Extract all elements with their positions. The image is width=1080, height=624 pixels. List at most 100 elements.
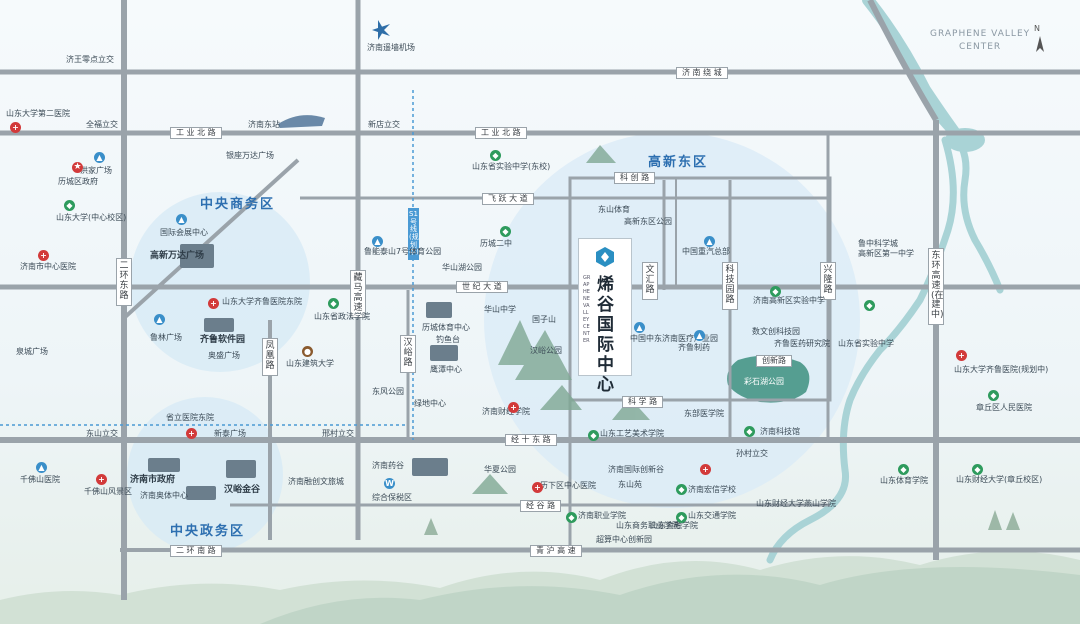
stadium-icon: ▲ <box>372 236 383 247</box>
place-jinan-juxian-hospital[interactable]: 齐鲁医药研究院 <box>774 339 830 348</box>
place-qilu-soft[interactable]: 齐鲁软件园 <box>200 335 246 345</box>
place-jinan-yi-xue[interactable]: 山东交通学院 <box>688 511 736 520</box>
place-shandong-zhixing[interactable]: 山东大学齐鲁医院(规划中) <box>954 365 1049 374</box>
place-jinan-yaogu[interactable]: 济南药谷 <box>372 461 404 470</box>
place-lvdi[interactable]: 绿地中心 <box>414 399 446 408</box>
place-lishan-zhongxin[interactable]: 历城体育中心 <box>422 323 470 332</box>
compass-arrow <box>1036 36 1044 52</box>
place-honghu-xuexiao[interactable]: 山东财经大学燕山学院 <box>756 499 836 508</box>
place-jinan-east-station[interactable]: 济南东站 <box>248 120 280 129</box>
place-jinan-caijing[interactable]: 济南财经学院 <box>482 407 530 416</box>
place-qiwang-lijiao: 济王零点立交 <box>66 55 114 64</box>
road-label-zangma: 藏马高速 <box>350 270 366 318</box>
place-shandong-gongyi[interactable]: 山东工艺美术学院 <box>600 429 664 438</box>
road-label-erhuan-south: 二 环 南 路 <box>170 545 222 557</box>
place-huashan-zhongxue[interactable]: 华山中学 <box>484 305 516 314</box>
place-quanfu-lijiao: 全福立交 <box>86 120 118 129</box>
place-licheng-gov[interactable]: 历城区政府 <box>58 177 98 186</box>
place-qianfo-plaza[interactable]: 千佛山风景区 <box>84 487 132 496</box>
place-shandong-arch[interactable]: 山东建筑大学 <box>286 359 334 368</box>
place-qilu-creative[interactable]: 济南融创文旅城 <box>288 477 344 486</box>
place-dongfeng-park[interactable]: 东风公园 <box>372 387 404 396</box>
place-dongbu-school[interactable]: 东部医学院 <box>684 409 724 418</box>
place-qianfoshan-hospital[interactable]: 千佛山医院 <box>20 475 60 484</box>
place-jinan-chuangxin-shequ[interactable]: 超算中心创新园 <box>596 535 652 544</box>
cbd-circle <box>130 192 310 372</box>
place-jinan-hongxin[interactable]: 济南宏信学校 <box>688 485 736 494</box>
school-icon: ◆ <box>500 226 511 237</box>
place-shanda-qilu-hospital[interactable]: 山东大学齐鲁医院东院 <box>222 297 302 306</box>
place-shandong-nongye[interactable]: 山东商务职业学院 <box>616 521 680 530</box>
place-hanyu-gong[interactable]: 汉峪公园 <box>530 346 562 355</box>
place-aosheng-plaza[interactable]: 奥盛广场 <box>208 351 240 360</box>
landmark-icon: ▲ <box>36 462 47 473</box>
place-shandong-shiyan-east[interactable]: 山东省实验中学(东校) <box>472 162 551 171</box>
place-jinan-central-hospital[interactable]: 济南市中心医院 <box>20 262 76 271</box>
place-xintai-plaza[interactable]: 新泰广场 <box>214 429 246 438</box>
place-jinan-gov-center[interactable]: 济南市政府 <box>130 475 176 485</box>
road-label-kejiyuan: 科技园路 <box>722 262 738 310</box>
place-jinan-airport[interactable]: 济南遥墙机场 <box>367 43 415 52</box>
center-title: 烯谷国际中心 <box>597 275 614 395</box>
place-shandong-univ-2[interactable]: 山东大学第二医院 <box>6 109 70 118</box>
place-shandong-jz-univ[interactable]: 山东财经大学(章丘校区) <box>956 475 1043 484</box>
place-hanyu-jingu[interactable]: 汉峪金谷 <box>224 485 261 495</box>
school-icon: ◆ <box>972 464 983 475</box>
place-jiaotong[interactable]: 中国重汽总部 <box>682 247 730 256</box>
place-gaoxin-wanda[interactable]: 高新万达广场 <box>150 251 205 261</box>
landmark-icon: ▲ <box>694 330 705 341</box>
place-diaoyutai[interactable]: 钓鱼台 <box>436 335 460 344</box>
place-jiuyuan-tech[interactable]: 数文创科技园 <box>752 327 800 336</box>
place-zhongke-yuan[interactable]: 鲁中科学城 <box>858 239 898 248</box>
place-zonghe-baoshui[interactable]: 综合保税区 <box>372 493 412 502</box>
place-jinan-kejiguan[interactable]: 济南科技馆 <box>760 427 800 436</box>
center-marker[interactable]: GRAPHENE VALLEY CENTER 烯谷国际中心 <box>578 238 632 395</box>
place-tianqiao[interactable]: 历下区中心医院 <box>540 481 596 490</box>
place-jinan-chuangxin-city[interactable]: 济南国际创新谷 <box>608 465 664 474</box>
place-jinan-sports[interactable]: 济南奥体中心 <box>140 491 188 500</box>
place-zhangqiu-hospital[interactable]: 章丘区人民医院 <box>976 403 1032 412</box>
place-zhonglian-plaza[interactable]: 银座万达广场 <box>226 151 274 160</box>
place-xindian-lijiao: 新店立交 <box>368 120 400 129</box>
school-icon: ◆ <box>676 484 687 495</box>
hospital-icon: + <box>532 482 543 493</box>
place-lulin-plaza[interactable]: 鲁林广场 <box>150 333 182 342</box>
zone-gov-label: 中央政务区 <box>170 524 246 539</box>
place-dongshan-tiyu[interactable]: 东山体育 <box>598 205 630 214</box>
road-line-east-ring-curve <box>867 0 939 122</box>
landmark-icon: ▲ <box>94 152 105 163</box>
place-qilu-pharm[interactable]: 齐鲁制药 <box>678 343 710 352</box>
place-gaoxin-yiyuan[interactable]: 高新区第一中学 <box>858 249 914 258</box>
place-huaxia-park[interactable]: 华夏公园 <box>484 465 516 474</box>
place-jinan-gaoxin-school[interactable]: 济南高新区实验中学 <box>753 296 825 305</box>
place-shandong-tiyu[interactable]: 山东体育学院 <box>880 476 928 485</box>
place-hongjia-plaza[interactable]: 洪家广场 <box>80 166 112 175</box>
school-icon: ◆ <box>744 426 755 437</box>
place-jiaozhi-center[interactable]: 鹰潭中心 <box>430 365 462 374</box>
hospital-icon: + <box>208 298 219 309</box>
place-caishan-hu[interactable]: 彩石湖公园 <box>744 377 784 386</box>
place-tianqing-hospital[interactable]: 省立医院东院 <box>166 413 214 422</box>
place-dongshan-yuan[interactable]: 东山苑 <box>618 480 642 489</box>
place-shandong-zhengfa[interactable]: 山东省政法学院 <box>314 312 370 321</box>
place-lishan-gongyuan[interactable]: 华山湖公园 <box>442 263 482 272</box>
center-logo-icon <box>596 247 614 267</box>
hospital-icon: + <box>38 250 49 261</box>
place-licheng-er[interactable]: 历城二中 <box>480 239 512 248</box>
place-shandong-univ-center[interactable]: 山东大学(中心校区) <box>56 213 127 222</box>
caishan-lake <box>727 355 810 403</box>
place-guozi-shan[interactable]: 国子山 <box>532 315 556 324</box>
place-jinan-zhiye[interactable]: 济南职业学院 <box>578 511 626 520</box>
hospital-icon: + <box>186 428 197 439</box>
place-zhongguo-zhongdong[interactable]: 中国中东济南医疗产业园 <box>630 334 718 343</box>
place-guoji-exhibition[interactable]: 国际会展中心 <box>160 228 208 237</box>
place-luneng-taishan[interactable]: 鲁能泰山7号体育公园 <box>364 247 442 256</box>
place-gaoxin-east-park[interactable]: 高新东区公园 <box>624 217 672 226</box>
road-label-chuangxin: 创新路 <box>756 355 792 367</box>
place-quancheng-plaza[interactable]: 泉城广场 <box>16 347 48 356</box>
school-icon: ◆ <box>770 286 781 297</box>
place-shandong-jinrong[interactable]: 山东金融学院 <box>650 521 698 530</box>
place-shan-da-xing[interactable]: 山东省实验中学 <box>838 339 894 348</box>
